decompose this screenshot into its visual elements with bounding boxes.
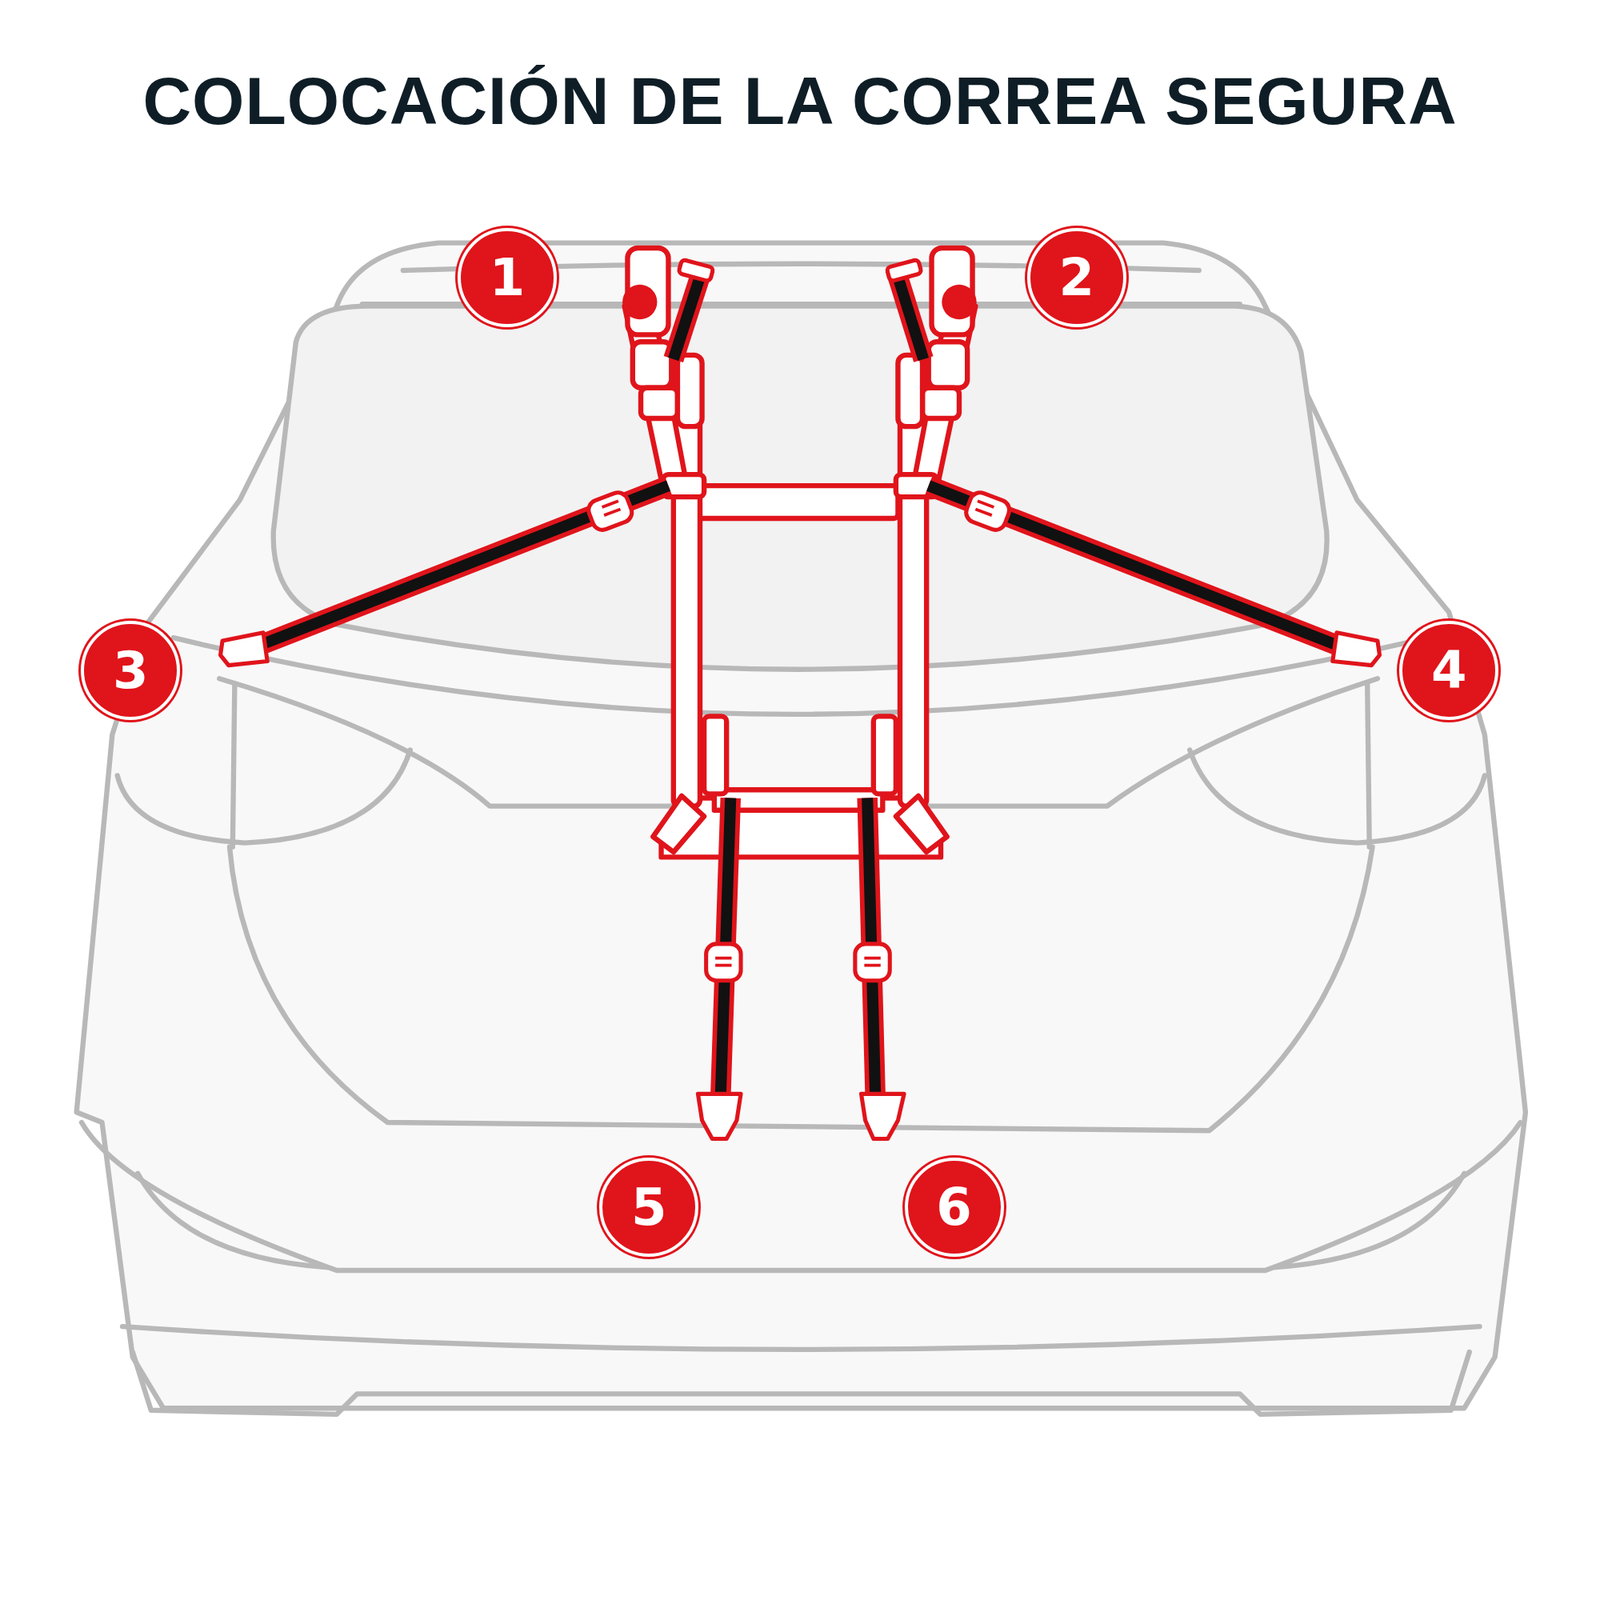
callout-number: 2 [1027,228,1127,328]
callout-number: 6 [904,1157,1004,1257]
callout-number: 5 [599,1157,699,1257]
callout-number: 3 [80,620,180,720]
diagram-title: COLOCACIÓN DE LA CORREA SEGURA [0,62,1600,140]
callout-number: 1 [457,228,557,328]
callout-number: 4 [1399,620,1499,720]
callout-text: 2 [1058,252,1095,304]
bike-rack [220,248,1380,1140]
callout-text: 5 [631,1181,668,1233]
callout-text: 6 [936,1181,972,1233]
callout-text: 1 [489,252,526,304]
callout-text: 3 [112,644,149,696]
callout-text: 4 [1431,644,1468,696]
